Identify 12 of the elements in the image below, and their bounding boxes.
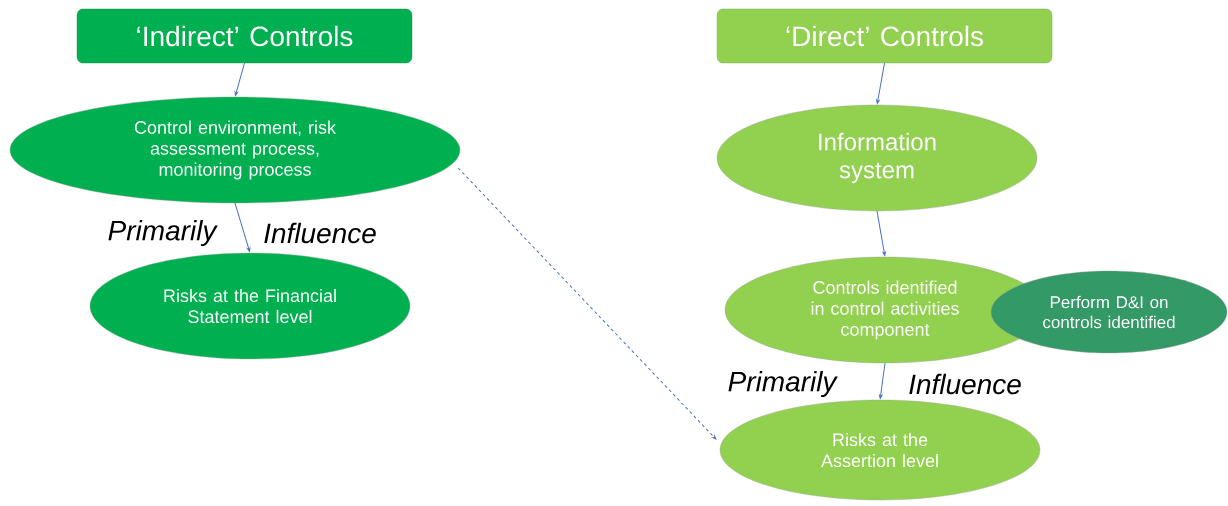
label-text: Influence xyxy=(909,373,1021,395)
heading-box: ‘Direct’ Controls xyxy=(716,8,1053,64)
label-text: Influence xyxy=(264,222,376,244)
heading-box: ‘Indirect’ Controls xyxy=(76,8,413,64)
label-text: Primarily xyxy=(108,219,218,247)
arrow xyxy=(876,62,885,104)
arrow xyxy=(234,62,245,96)
label-text: Primarily xyxy=(728,370,838,398)
arrow xyxy=(876,210,886,256)
arrow xyxy=(234,202,251,252)
arrow xyxy=(879,362,886,399)
arrow xyxy=(457,167,717,440)
